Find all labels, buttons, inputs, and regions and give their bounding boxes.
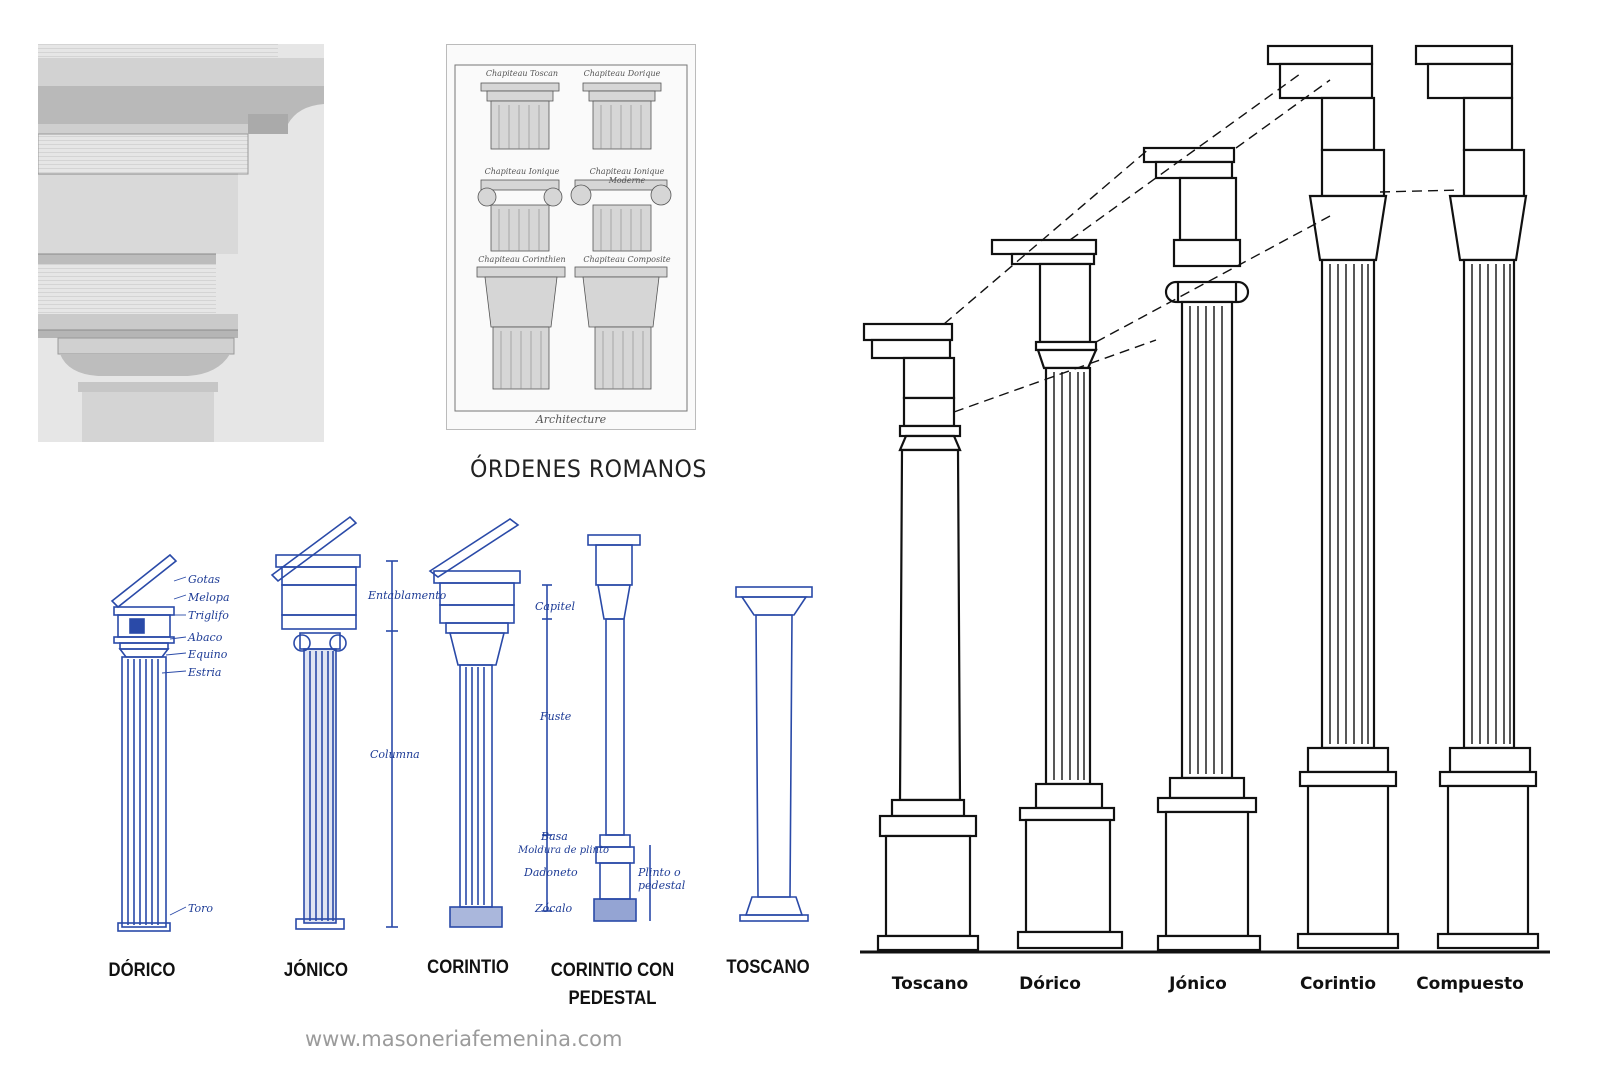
capitals-plate-drawing [454, 64, 688, 412]
plate-header-5: Chapiteau Corinthien [478, 255, 566, 264]
doric-part-gotas: Gotas [188, 573, 221, 586]
annotation-columna: Columna [370, 748, 420, 761]
doric-part-toro: Toro [188, 902, 213, 915]
label-toscano-blue: TOSCANO [726, 957, 810, 978]
plate-header-2: Chapiteau Dorique [583, 69, 661, 78]
doric-part-abaco: Abaco [188, 631, 223, 644]
plate-header-4: Chapiteau Ionique Moderne [589, 167, 665, 185]
label-corintio-con-pedestal: CORINTIO CON PEDESTAL [550, 960, 675, 1009]
annotation-moldura-de-plinto: Moldura de plinto [518, 845, 609, 856]
cornice-engraving [38, 44, 324, 442]
plate-header-3: Chapiteau Ionique [484, 167, 560, 176]
watermark-url[interactable]: www.masoneriafemenina.com [305, 1027, 623, 1051]
label-dorico-right: Dórico [1019, 974, 1081, 994]
doric-part-equino: Equino [188, 648, 228, 661]
annotation-entablamento: Entablamento [368, 589, 447, 602]
label-corintio-right: Corintio [1299, 974, 1377, 994]
annotation-dadoneto: Dadoneto [524, 866, 578, 879]
plate-header-1: Chapiteau Toscan [485, 69, 559, 78]
annotation-capitel: Capitel [535, 600, 575, 613]
label-toscano: Toscano [891, 974, 969, 994]
label-jonico-right: Jónico [1169, 974, 1227, 994]
label-compuesto: Compuesto [1416, 974, 1524, 994]
label-corintio: CORINTIO [427, 957, 509, 978]
doric-part-melopa: Melopa [188, 591, 230, 604]
label-jonico: JÓNICO [283, 960, 349, 981]
capitals-plate: Chapiteau Toscan Chapiteau Dorique Chapi… [446, 44, 696, 430]
doric-part-triglifo: Triglifo [188, 609, 229, 622]
label-dorico: DÓRICO [108, 960, 176, 981]
plate-caption: Architecture [535, 413, 607, 426]
cornice-engraving-drawing [38, 44, 324, 442]
annotation-fuste: Fuste [540, 710, 572, 723]
blue-orders-drawing [110, 515, 813, 932]
page-title: ÓRDENES ROMANOS [470, 455, 707, 483]
five-orders-drawing [860, 44, 1550, 954]
doric-part-estria: Estria [188, 666, 222, 679]
plate-header-6: Chapiteau Composite [583, 255, 671, 264]
annotation-zocalo: Zócalo [535, 902, 573, 915]
annotation-plinto-pedestal: Plinto o pedestal [638, 866, 686, 892]
annotation-basa: Basa [541, 830, 568, 843]
